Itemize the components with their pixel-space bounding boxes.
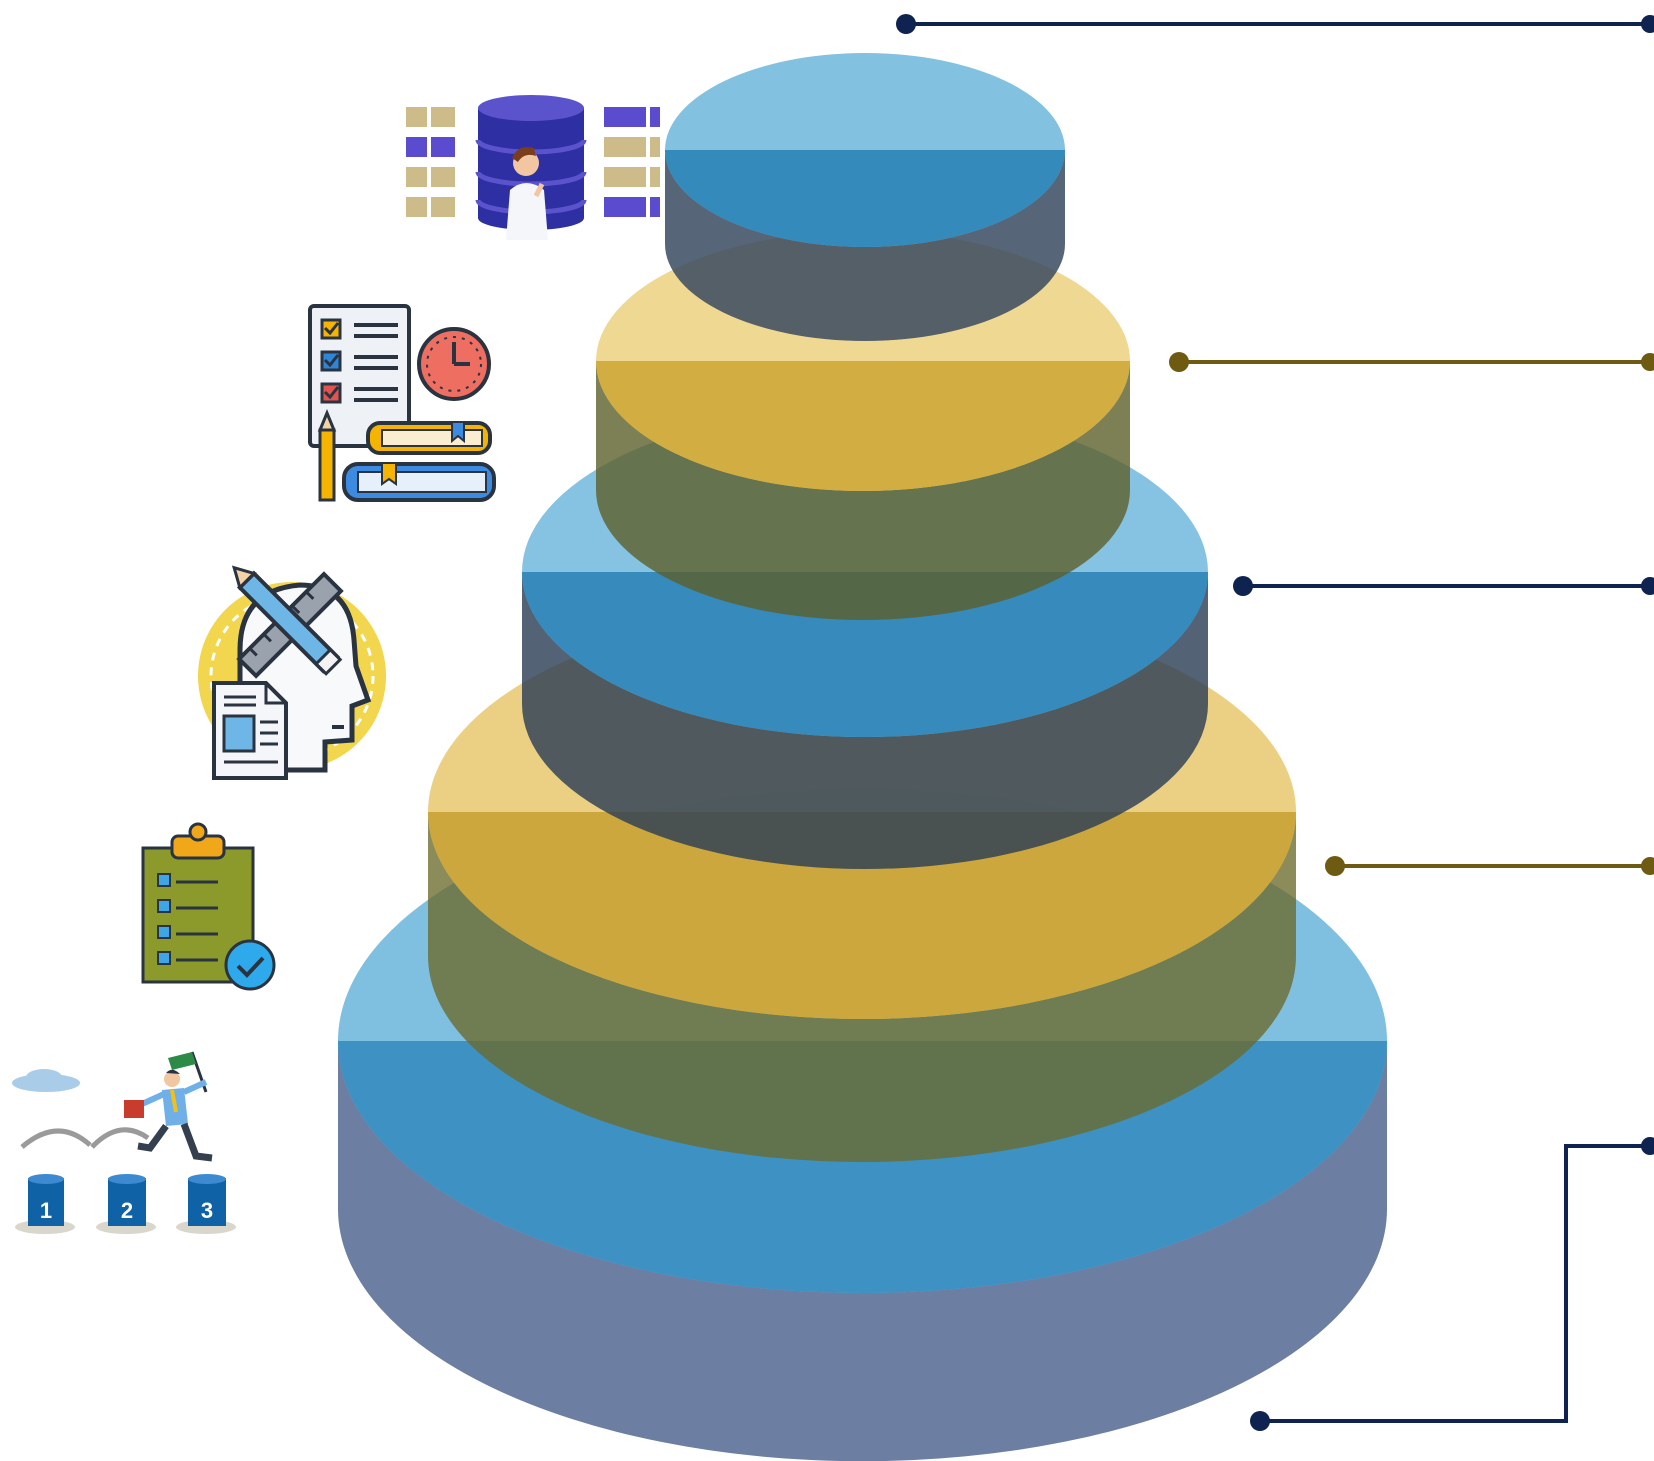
connector-line-3 bbox=[1233, 576, 1654, 596]
connector-line-2 bbox=[1169, 352, 1654, 372]
step-number-3: 3 bbox=[201, 1198, 213, 1223]
steps-runner-icon: 1 2 3 bbox=[12, 1051, 236, 1234]
connector-line-1 bbox=[896, 14, 1654, 34]
step-number-1: 1 bbox=[40, 1198, 52, 1223]
step-number-2: 2 bbox=[121, 1198, 133, 1223]
connector-line-4 bbox=[1325, 856, 1654, 876]
tier-1-cylinder bbox=[665, 53, 1065, 341]
design-thinking-head-icon bbox=[198, 565, 386, 780]
database-analyst-icon bbox=[406, 95, 660, 240]
tier-4-cylinder bbox=[428, 605, 1296, 1162]
checklist-books-clock-icon bbox=[308, 304, 496, 502]
connector-line-5 bbox=[1250, 1137, 1654, 1431]
clipboard-checklist-icon bbox=[141, 822, 276, 991]
